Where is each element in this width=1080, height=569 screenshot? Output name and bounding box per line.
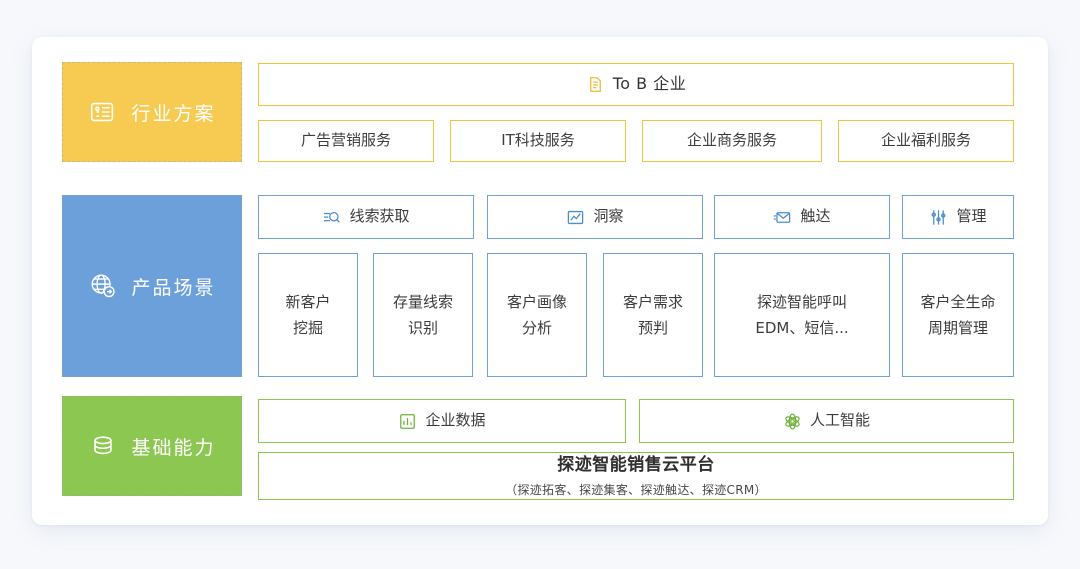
base-header-0-label: 企业数据 — [425, 411, 486, 430]
industry-item-3-label: 企业福利服务 — [880, 131, 971, 150]
product-card-5-line2: 周期管理 — [927, 319, 988, 337]
sliders-icon — [932, 209, 946, 225]
industry-item-1[interactable]: IT科技服务 — [450, 120, 626, 162]
industry-item-0-label: 广告营销服务 — [300, 131, 391, 150]
base-header-1-label: 人工智能 — [809, 411, 870, 430]
product-card-2-line2: 分析 — [521, 319, 552, 337]
platform-bar[interactable]: 探迹智能销售云平台 （探迹拓客、探迹集客、探迹触达、探迹CRM） — [258, 452, 1014, 500]
mail-send-icon — [774, 211, 791, 223]
product-card-1[interactable]: 存量线索 识别 — [373, 253, 473, 377]
product-card-4[interactable]: 探迹智能呼叫 EDM、短信... — [714, 253, 890, 377]
industry-item-2[interactable]: 企业商务服务 — [642, 120, 822, 162]
base-label-text: 基础能力 — [131, 436, 216, 459]
search-list-icon — [324, 211, 341, 223]
product-card-3[interactable]: 客户需求 预判 — [603, 253, 703, 377]
product-label-block: 产品场景 — [62, 195, 242, 377]
platform-title: 探迹智能销售云平台 — [557, 455, 715, 476]
globe-arrow-icon — [92, 274, 116, 298]
base-label-block: 基础能力 — [62, 396, 242, 496]
product-card-2-line1: 客户画像 — [506, 292, 567, 311]
product-card-1-line1: 存量线索 — [392, 292, 453, 311]
industry-item-1-label: IT科技服务 — [501, 131, 575, 150]
product-card-3-line2: 预判 — [637, 319, 668, 337]
product-header-1[interactable]: 洞察 — [487, 195, 703, 239]
product-card-4-line1: 探迹智能呼叫 — [756, 292, 847, 311]
database-icon — [94, 436, 113, 455]
industry-label-block: 行业方案 — [62, 62, 242, 162]
product-header-2-label: 触达 — [800, 207, 831, 226]
id-card-icon — [91, 102, 114, 122]
industry-item-0[interactable]: 广告营销服务 — [258, 120, 434, 162]
product-header-2[interactable]: 触达 — [714, 195, 890, 239]
product-header-3[interactable]: 管理 — [902, 195, 1014, 239]
base-header-0[interactable]: 企业数据 — [258, 399, 626, 443]
product-header-0[interactable]: 线索获取 — [258, 195, 474, 239]
atom-icon — [785, 412, 800, 430]
product-card-0-line1: 新客户 — [285, 292, 331, 311]
product-card-4-line2: EDM、短信... — [755, 319, 849, 337]
tob-enterprise-banner[interactable]: To B 企业 — [258, 63, 1014, 106]
industry-label-text: 行业方案 — [131, 102, 216, 125]
bar-chart-icon — [400, 413, 416, 429]
product-card-5[interactable]: 客户全生命 周期管理 — [902, 253, 1014, 377]
product-card-5-line1: 客户全生命 — [920, 292, 996, 311]
product-header-0-label: 线索获取 — [349, 207, 410, 226]
base-header-1[interactable]: 人工智能 — [639, 399, 1014, 443]
industry-item-3[interactable]: 企业福利服务 — [838, 120, 1014, 162]
diagram-card: 行业方案 To B 企业 广告营销服务 IT科技服务 企业商务服务 — [32, 37, 1048, 525]
chart-insight-icon — [568, 210, 584, 224]
product-card-3-line1: 客户需求 — [622, 292, 683, 311]
document-icon — [589, 77, 601, 92]
product-header-1-label: 洞察 — [593, 207, 624, 226]
product-card-0-line2: 挖掘 — [292, 319, 323, 337]
product-card-1-line2: 识别 — [407, 319, 438, 337]
product-card-2[interactable]: 客户画像 分析 — [487, 253, 587, 377]
platform-subtitle: （探迹拓客、探迹集客、探迹触达、探迹CRM） — [505, 483, 767, 498]
product-card-0[interactable]: 新客户 挖掘 — [258, 253, 358, 377]
industry-item-2-label: 企业商务服务 — [686, 131, 777, 150]
tob-enterprise-label: To B 企业 — [612, 74, 687, 94]
product-label-text: 产品场景 — [131, 276, 216, 299]
product-header-3-label: 管理 — [956, 207, 987, 226]
